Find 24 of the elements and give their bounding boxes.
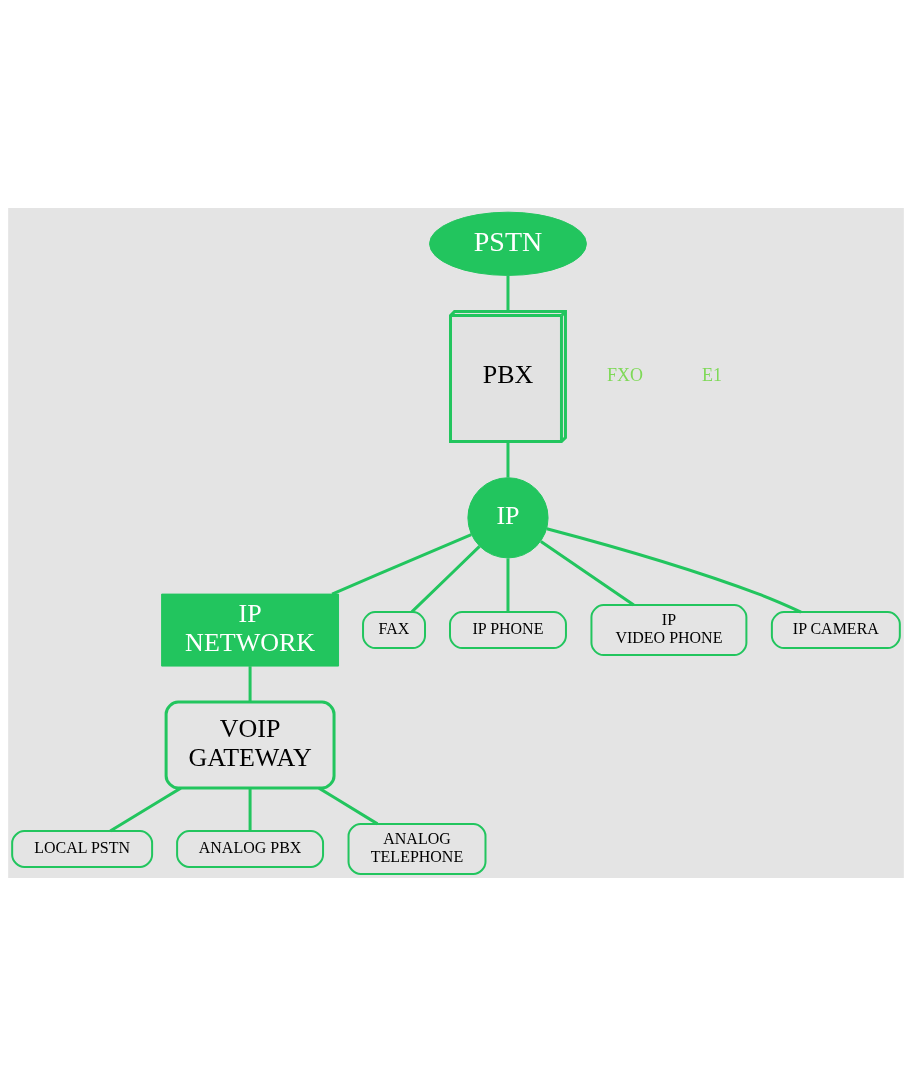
connector <box>410 545 481 613</box>
connector <box>318 786 379 826</box>
connector <box>506 558 510 612</box>
node-box: IP NETWORK <box>161 593 340 667</box>
label: FXO <box>606 364 643 385</box>
connector <box>248 666 252 702</box>
connector <box>331 533 472 596</box>
connector <box>109 786 182 833</box>
connector <box>506 441 510 478</box>
node-box: VOIP GATEWAY <box>164 700 336 790</box>
node-ellipse: PSTN <box>429 211 587 276</box>
label: E1 <box>701 364 722 385</box>
connector <box>506 275 510 312</box>
connector <box>546 527 802 614</box>
node-box: IP CAMERA <box>770 611 901 650</box>
node-box: ANALOG TELEPHONE <box>347 823 487 875</box>
connector <box>248 788 252 831</box>
node-box: IP VIDEO PHONE <box>590 604 748 657</box>
connector <box>540 540 635 607</box>
node-box: ANALOG PBX <box>176 830 325 868</box>
node-box: IP PHONE <box>449 611 567 650</box>
node-box: FAX <box>362 611 426 650</box>
node-circle: IP <box>467 477 549 559</box>
node-box: LOCAL PSTN <box>11 830 154 868</box>
